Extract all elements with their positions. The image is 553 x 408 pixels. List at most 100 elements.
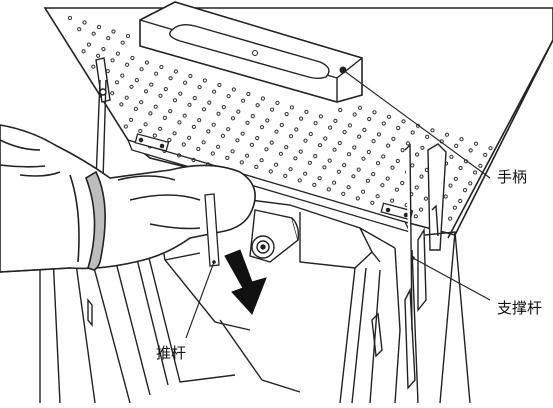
handle-label: 手柄	[497, 168, 528, 186]
panel-hole	[211, 122, 216, 127]
panel-hole	[154, 71, 159, 76]
panel-hole	[365, 178, 370, 183]
panel-hole	[230, 149, 235, 154]
panel-hole	[488, 146, 493, 151]
panel-hole	[473, 141, 479, 146]
panel-hole	[278, 151, 283, 156]
panel-hole	[322, 165, 327, 170]
panel-hole	[419, 174, 424, 179]
panel-hole	[210, 151, 215, 156]
panel-hole	[425, 134, 430, 139]
left-rod	[95, 57, 111, 181]
panel-hole	[313, 121, 318, 126]
panel-hole	[264, 147, 269, 152]
push-rod	[204, 193, 220, 267]
panel-hole	[337, 140, 342, 146]
panel-hole	[152, 133, 157, 138]
panel-hole	[355, 196, 360, 201]
panel-hole	[96, 24, 102, 30]
panel-hole	[294, 127, 299, 132]
panel-hole	[246, 91, 251, 97]
panel-hole	[410, 130, 415, 135]
panel-hole	[400, 148, 405, 153]
panel-hole	[352, 145, 357, 150]
panel-hole	[124, 95, 129, 100]
panel-hole	[230, 116, 236, 121]
panel-hole	[356, 167, 361, 172]
panel-hole	[459, 137, 464, 142]
panel-hole	[143, 122, 148, 127]
panel-hole	[110, 58, 115, 63]
panel-hole	[129, 84, 134, 89]
panel-hole	[327, 158, 332, 163]
panel-hole	[167, 137, 172, 143]
leader-push	[185, 261, 215, 339]
panel-hole	[376, 132, 381, 137]
panel-hole	[357, 134, 362, 139]
glove-hand-illustration	[0, 124, 256, 273]
panel-hole	[206, 129, 211, 134]
panel-hole	[323, 136, 328, 141]
panel-hole	[158, 126, 163, 131]
panel-hole	[318, 114, 323, 119]
panel-hole	[346, 152, 352, 157]
panel-hole	[221, 105, 226, 110]
panel-hole	[67, 15, 73, 21]
panel-hole	[130, 55, 135, 61]
panel-hole	[226, 127, 231, 132]
support-rod	[404, 143, 447, 331]
panel-hole	[452, 205, 457, 210]
panel-hole	[448, 183, 453, 188]
handle[interactable]	[139, 1, 363, 103]
panel-hole	[303, 171, 308, 176]
panel-hole	[119, 102, 124, 107]
panel-hole	[241, 98, 246, 103]
panel-hole	[293, 156, 298, 161]
panel-hole	[307, 160, 312, 165]
panel-hole	[201, 140, 206, 145]
panel-hole	[415, 152, 420, 157]
panel-hole	[385, 176, 390, 181]
panel-hole	[413, 214, 418, 219]
panel-hole	[380, 183, 385, 188]
panel-hole	[308, 131, 313, 137]
panel-hole	[153, 104, 158, 109]
panel-hole	[268, 169, 273, 174]
panel-hole	[317, 176, 322, 181]
panel-hole	[430, 128, 435, 133]
panel-hole	[453, 176, 458, 181]
panel-hole	[462, 188, 468, 193]
panel-hole	[371, 172, 376, 177]
panel-hole	[120, 40, 125, 45]
panel-hole	[371, 139, 376, 144]
panel-hole	[304, 109, 309, 115]
panel-hole	[333, 118, 338, 124]
panel-hole	[77, 27, 82, 32]
panel-hole	[172, 131, 177, 136]
panel-hole	[269, 140, 274, 145]
panel-hole	[375, 161, 381, 166]
panel-hole	[236, 109, 241, 114]
panel-hole	[260, 96, 265, 101]
panel-hole	[332, 147, 337, 152]
panel-hole	[125, 33, 131, 39]
panel-hole	[468, 148, 473, 153]
panel-hole	[361, 189, 366, 194]
down-arrow-icon	[224, 249, 267, 315]
panel-hole	[138, 128, 143, 134]
leader-support	[412, 257, 491, 301]
hinge-left	[134, 133, 170, 152]
panel-hole	[201, 107, 207, 112]
panel-hole	[191, 124, 196, 130]
panel-hole	[139, 67, 144, 72]
panel-hole	[400, 180, 405, 186]
panel-hole	[381, 121, 386, 126]
panel-hole	[449, 154, 454, 159]
panel-hole	[284, 145, 289, 150]
panel-hole	[366, 149, 371, 155]
panel-hole	[299, 116, 304, 121]
panel-hole	[120, 73, 125, 78]
panel-hole	[111, 29, 116, 34]
panel-hole	[338, 107, 343, 113]
